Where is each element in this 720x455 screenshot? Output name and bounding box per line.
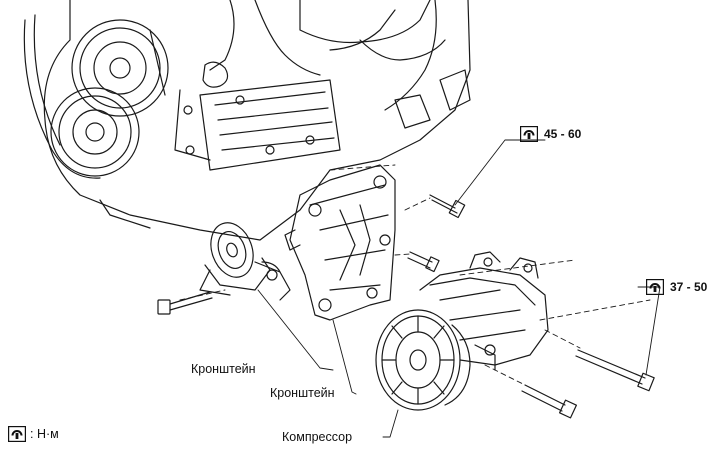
torque-wrench-icon bbox=[8, 426, 26, 442]
left-bolt bbox=[157, 291, 213, 315]
engine-block bbox=[43, 0, 471, 241]
upper-pulley bbox=[71, 19, 169, 117]
drive-belt bbox=[23, 14, 166, 179]
leader-lines bbox=[257, 139, 661, 438]
upper-bolt-right bbox=[429, 194, 466, 219]
torque-callout-lower: 37 - 50 bbox=[646, 279, 707, 295]
compressor-clutch-pulley bbox=[375, 309, 471, 411]
label-compressor: Компрессор bbox=[282, 430, 353, 444]
lower-pulley bbox=[50, 87, 140, 177]
idler-bracket bbox=[199, 257, 291, 301]
middle-bolt bbox=[407, 251, 440, 273]
idler-pulley bbox=[210, 222, 254, 278]
torque-wrench-icon bbox=[646, 279, 664, 295]
label-bracket-idler: Кронштейн bbox=[191, 362, 256, 376]
torque-value-upper: 45 - 60 bbox=[544, 127, 582, 141]
compressor bbox=[419, 251, 549, 371]
torque-unit-legend: : Н·м bbox=[8, 426, 59, 442]
torque-callout-upper: 45 - 60 bbox=[520, 126, 581, 142]
lower-bolt bbox=[521, 384, 577, 419]
torque-unit-label: : Н·м bbox=[30, 427, 59, 441]
assembly-guide-lines bbox=[179, 164, 651, 386]
torque-wrench-icon bbox=[520, 126, 538, 142]
label-bracket-compressor: Кронштейн bbox=[270, 386, 335, 400]
right-long-bolt bbox=[575, 349, 655, 392]
torque-value-lower: 37 - 50 bbox=[670, 280, 708, 294]
compressor-bracket bbox=[284, 164, 396, 321]
